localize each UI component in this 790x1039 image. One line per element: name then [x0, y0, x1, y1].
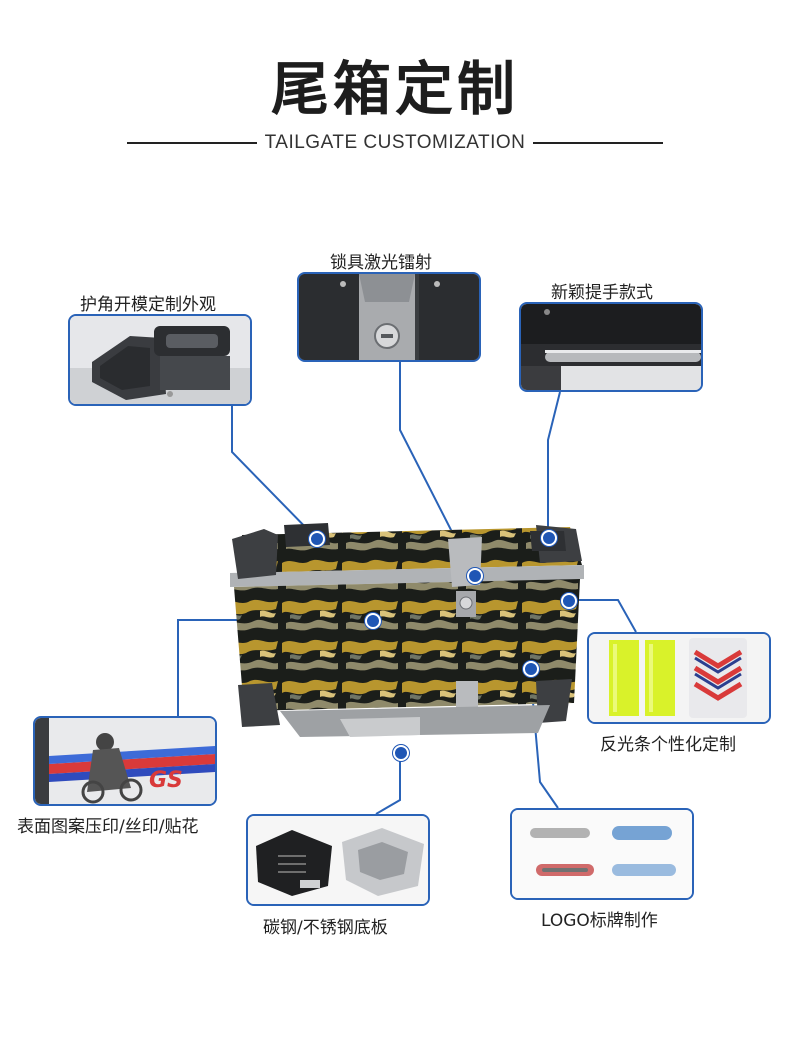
tailbox-image — [230, 523, 584, 737]
dot-corner-guard — [309, 531, 325, 547]
connector-lock — [399, 360, 475, 576]
page-subtitle: TAILGATE CUSTOMIZATION — [264, 132, 526, 153]
card-lock-laser — [297, 272, 481, 362]
card-corner-guard — [68, 314, 252, 406]
logo-plate-image — [512, 810, 692, 898]
label-corner-guard: 护角开模定制外观 — [80, 295, 216, 315]
corner-guard-image — [70, 316, 250, 404]
base-plate-image — [248, 816, 428, 904]
page-title: 尾箱定制 — [270, 55, 519, 123]
connector-corner-guard — [231, 404, 317, 539]
dot-reflective — [561, 593, 577, 609]
dot-lock — [467, 568, 483, 584]
label-new-handle: 新颖提手款式 — [551, 283, 653, 303]
card-new-handle — [519, 302, 703, 392]
card-surface-pattern: GS — [33, 716, 217, 806]
lock-image — [299, 274, 479, 360]
label-lock-laser: 锁具激光镭射 — [330, 253, 432, 273]
gs-decal-text: GS — [149, 768, 183, 793]
label-surface-pattern: 表面图案压印/丝印/贴花 — [17, 817, 199, 837]
dot-handle — [541, 530, 557, 546]
card-base-plate — [246, 814, 430, 906]
label-reflective-strip: 反光条个性化定制 — [600, 735, 736, 755]
dot-logo — [523, 661, 539, 677]
connector-handle — [547, 391, 561, 537]
card-reflective-strip — [587, 632, 771, 724]
card-logo-plate — [510, 808, 694, 900]
reflective-strip-image — [589, 634, 769, 722]
connector-reflective — [568, 599, 637, 633]
title-divider-left — [127, 142, 257, 144]
label-logo-plate: LOGO标牌制作 — [541, 911, 658, 931]
dot-surface — [365, 613, 381, 629]
title-divider-right — [533, 142, 663, 144]
handle-image — [521, 304, 701, 390]
dot-base — [393, 745, 409, 761]
label-base-plate: 碳钢/不锈钢底板 — [263, 918, 388, 938]
surface-pattern-image — [35, 718, 215, 804]
connector-base — [375, 752, 401, 815]
